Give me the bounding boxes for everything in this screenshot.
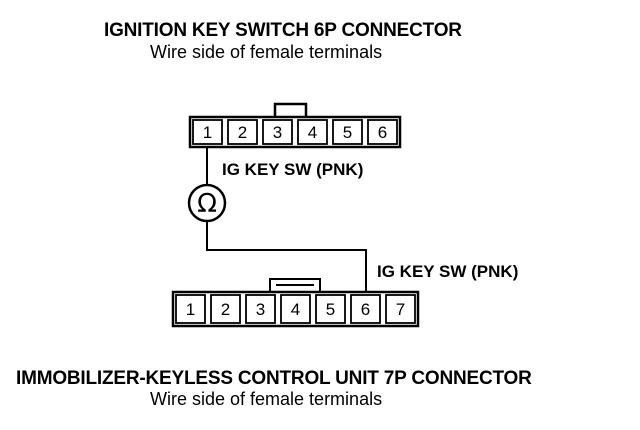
ohm-symbol: Ω <box>197 189 217 219</box>
top-connector-pin-3: 3 <box>273 123 282 142</box>
top-connector-pin-1: 1 <box>203 123 212 142</box>
bottom-connector-cavity-6 <box>350 294 381 324</box>
bottom-connector-title: IMMOBILIZER-KEYLESS CONTROL UNIT 7P CONN… <box>16 368 532 389</box>
top-connector-pin-6: 6 <box>378 123 387 142</box>
bottom-connector-cavity-5 <box>315 294 346 324</box>
bottom-connector-pin-7: 7 <box>396 300 405 319</box>
bottom-connector-subtitle: Wire side of female terminals <box>150 389 383 409</box>
top-connector-housing <box>188 115 402 149</box>
bottom-connector: 1 2 3 4 5 6 7 <box>171 278 420 328</box>
bottom-connector-pin-4: 4 <box>291 300 300 319</box>
bottom-connector-pin-3: 3 <box>256 300 265 319</box>
top-connector-cavity-5 <box>332 119 363 145</box>
top-connector-pin-2: 2 <box>238 123 247 142</box>
top-connector-subtitle: Wire side of female terminals <box>150 42 383 62</box>
top-wire-label: IG KEY SW (PNK) <box>222 160 363 179</box>
top-connector-lock-tab <box>273 102 308 117</box>
top-connector-pin-4: 4 <box>308 123 317 142</box>
wire-segment-bottom <box>206 221 367 292</box>
bottom-connector-cavity-2 <box>210 294 241 324</box>
top-connector-cavity-1 <box>192 119 223 145</box>
bottom-connector-cavity-3 <box>245 294 276 324</box>
bottom-connector-cavity-7 <box>385 294 416 324</box>
bottom-connector-cavity-1 <box>175 294 206 324</box>
top-connector-title: IGNITION KEY SWITCH 6P CONNECTOR <box>104 20 462 41</box>
bottom-connector-pin-5: 5 <box>326 300 335 319</box>
bottom-connector-pin-1: 1 <box>186 300 195 319</box>
bottom-wire-label: IG KEY SW (PNK) <box>377 262 518 281</box>
test-wire: Ω <box>187 147 367 292</box>
bottom-connector-pin-2: 2 <box>221 300 230 319</box>
top-connector-cavity-4 <box>297 119 328 145</box>
top-connector-pin-5: 5 <box>343 123 352 142</box>
top-connector-cavity-3 <box>262 119 293 145</box>
bottom-connector-pin-6: 6 <box>361 300 370 319</box>
bottom-connector-cavity-4 <box>280 294 311 324</box>
top-connector-cavity-2 <box>227 119 258 145</box>
top-connector: 1 2 3 4 5 6 <box>188 102 402 149</box>
top-connector-cavity-6 <box>367 119 398 145</box>
